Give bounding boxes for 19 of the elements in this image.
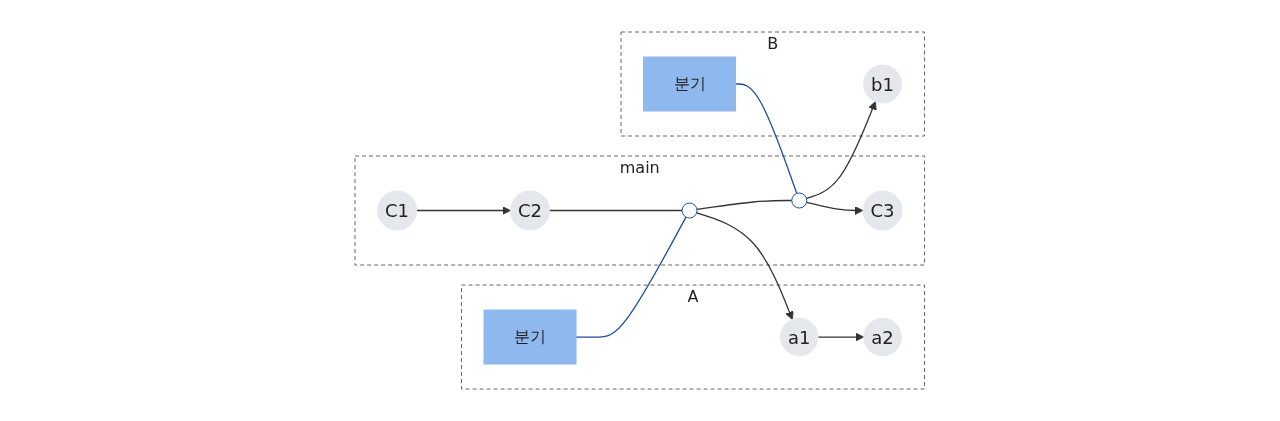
arrow: [416, 206, 512, 215]
connector: [735, 83, 798, 195]
connector: [549, 209, 683, 212]
connector: [575, 216, 687, 338]
arrow: [696, 212, 794, 320]
arrow: [806, 101, 877, 199]
node-circle: C1: [377, 190, 418, 231]
node-circle: C2: [510, 190, 551, 231]
node-circle: a2: [863, 317, 902, 357]
node-circle: [791, 192, 808, 209]
connector: [696, 199, 793, 211]
arrow: [817, 332, 865, 342]
node-circle: a1: [780, 317, 819, 357]
node-circle: C3: [862, 190, 903, 231]
node-circle: b1: [863, 64, 903, 104]
arrow: [806, 201, 864, 215]
node-box: 분기: [483, 309, 577, 365]
node-box: 분기: [643, 56, 737, 112]
node-circle: [681, 202, 698, 219]
